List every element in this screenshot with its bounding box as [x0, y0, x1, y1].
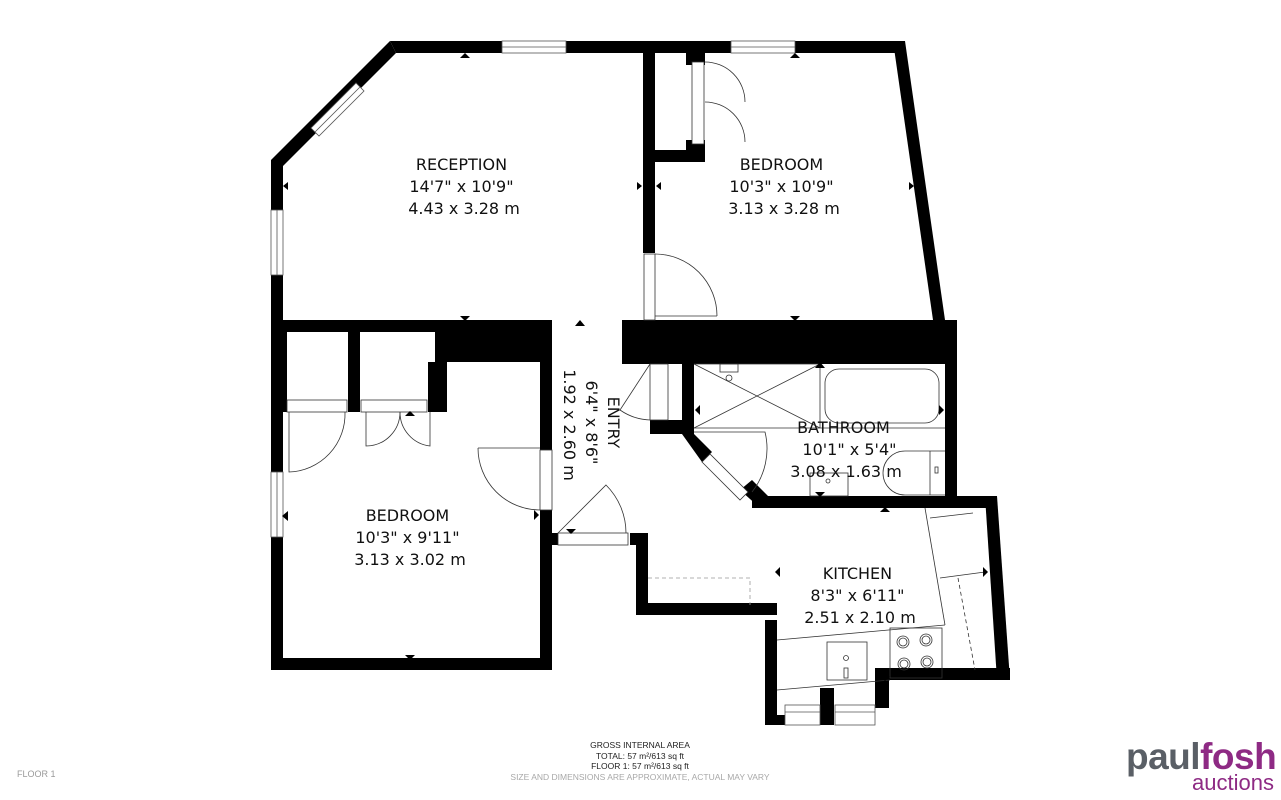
room-bathroom: BATHROOM 10'1" x 5'4" 3.08 x 1.63 m [790, 418, 902, 481]
gross-area-block: GROSS INTERNAL AREA TOTAL: 57 m²/613 sq … [500, 740, 780, 782]
brand-logo: paulfosh auctions [1126, 738, 1281, 794]
area-total: TOTAL: 57 m²/613 sq ft [595, 750, 685, 761]
logo-subtitle: auctions [1192, 770, 1274, 795]
room-entry: ENTRY 6'4" x 8'6" 1.92 x 2.60 m [560, 369, 623, 481]
dimension-markers [282, 53, 988, 681]
fixtures [648, 363, 986, 691]
doors [286, 61, 768, 546]
floor-label: FLOOR 1 [17, 769, 56, 779]
logo-wordmark: paulfosh [1126, 736, 1277, 777]
disclaimer: SIZE AND DIMENSIONS ARE APPROXIMATE, ACT… [510, 771, 770, 782]
room-bedroom-2: BEDROOM 10'3" x 9'11" 3.13 x 3.02 m [354, 506, 466, 569]
room-kitchen: KITCHEN 8'3" x 6'11" 2.51 x 2.10 m [804, 564, 916, 627]
area-heading: GROSS INTERNAL AREA [590, 740, 690, 750]
area-floor: FLOOR 1: 57 m²/613 sq ft [591, 761, 689, 771]
room-labels: RECEPTION 14'7" x 10'9" 4.43 x 3.28 m BE… [354, 155, 916, 627]
walls [271, 41, 1010, 725]
room-bedroom-1: BEDROOM 10'3" x 10'9" 3.13 x 3.28 m [728, 155, 840, 218]
room-reception: RECEPTION 14'7" x 10'9" 4.43 x 3.28 m [408, 155, 520, 218]
windows [270, 40, 876, 726]
